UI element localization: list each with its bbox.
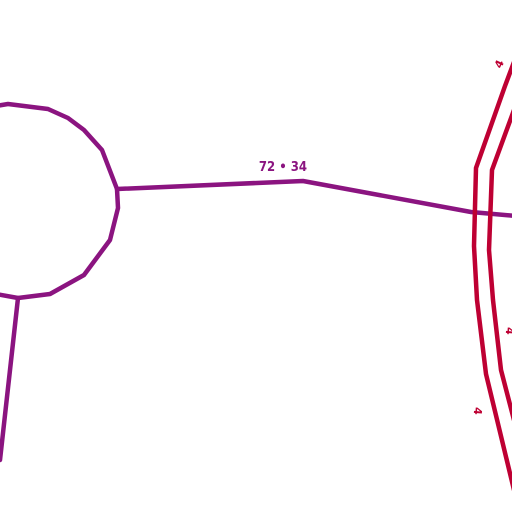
- trunk-road-south[interactable]: [0, 295, 21, 463]
- trunk-road-east[interactable]: [114, 178, 512, 218]
- primary-route-label-middle: 4: [503, 327, 512, 336]
- roundabout-road[interactable]: [0, 101, 121, 301]
- primary-route-label-top: 4: [492, 58, 507, 71]
- trunk-route-label: 72 • 34: [259, 160, 307, 175]
- primary-road-east-carriageway[interactable]: [486, 108, 512, 422]
- primary-route-label-bottom: 4: [471, 407, 485, 416]
- primary-road-west-carriageway[interactable]: [471, 60, 512, 492]
